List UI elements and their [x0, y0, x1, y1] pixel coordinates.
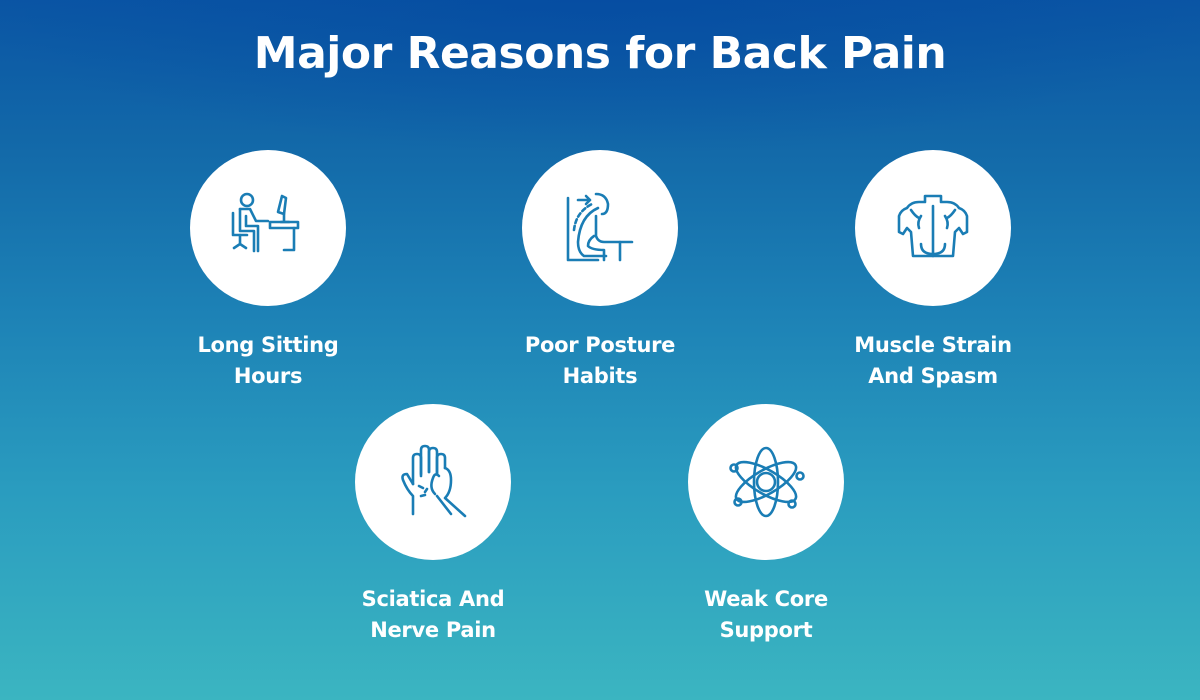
atom-core-icon: [729, 446, 805, 518]
icon-circle: [522, 150, 678, 306]
hand-wrist-pain-icon: [401, 444, 467, 518]
back-muscles-icon: [897, 194, 969, 258]
icon-circle: [190, 150, 346, 306]
icon-circle: [355, 404, 511, 560]
reason-label: Long Sitting Hours: [197, 333, 339, 388]
icon-circle: [855, 150, 1011, 306]
reason-label: Sciatica And Nerve Pain: [361, 587, 505, 642]
reason-label: Poor Posture Habits: [524, 333, 676, 388]
reason-label: Weak Core Support: [704, 587, 828, 642]
page-title: Major Reasons for Back Pain: [253, 28, 947, 79]
person-at-desk-icon: [231, 192, 300, 253]
reason-label: Muscle Strain And Spasm: [854, 333, 1012, 388]
icon-circle: [688, 404, 844, 560]
poor-posture-icon: [566, 192, 634, 262]
